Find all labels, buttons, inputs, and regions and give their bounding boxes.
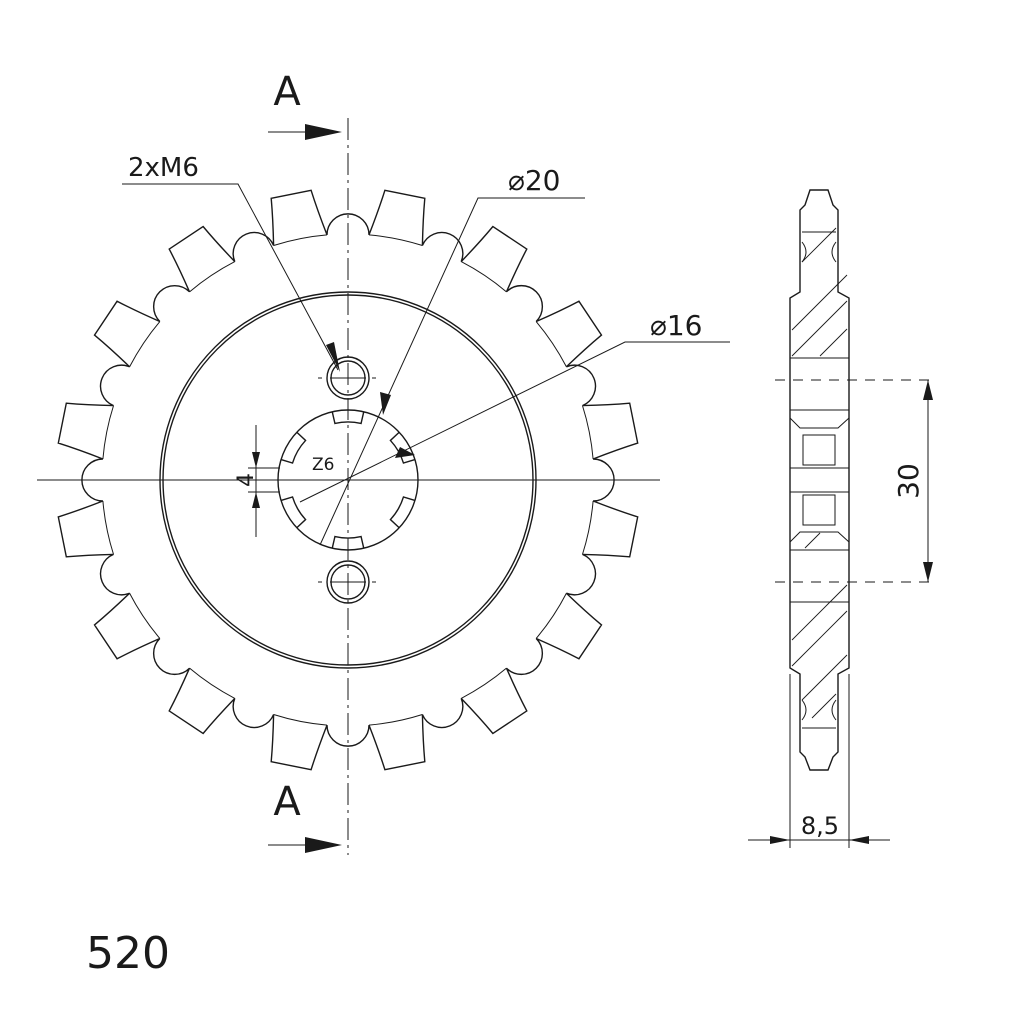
bolt-spacing-label: 30: [892, 463, 925, 499]
diameter-16-leader: [299, 341, 730, 503]
tooth-base-arc: [582, 500, 594, 555]
tooth-base-arc: [102, 405, 114, 460]
bolt-leader-arrow: [326, 342, 340, 372]
bolt-hole-bottom: [318, 560, 380, 604]
inner-circle-outer: [159, 291, 537, 669]
tooth-base-arc: [189, 667, 236, 699]
spline-width-label: 4: [234, 473, 259, 487]
tooth-base-arc: [368, 714, 423, 726]
spline-slot: [331, 411, 365, 425]
bolt-spacing-dimension: [923, 380, 933, 582]
bolt-hole-top: [318, 356, 380, 400]
tooth-base-arc: [129, 321, 161, 368]
tooth-base-arc: [102, 500, 114, 555]
spline-slot: [280, 431, 307, 464]
chain-pitch-label: 520: [86, 928, 170, 979]
thickness-label: 8,5: [801, 812, 839, 840]
section-arrow-top-head: [305, 124, 342, 140]
inner-circle-inner: [162, 294, 534, 666]
diameter-20-arrow: [380, 392, 391, 415]
tooth-base-arc: [460, 667, 507, 699]
sprocket-outline: [57, 189, 639, 771]
section-label-top: A: [273, 69, 301, 115]
tooth-base-arc: [460, 261, 507, 293]
tooth-base-arc: [368, 234, 423, 246]
side-section-view: [775, 189, 935, 771]
spline-slot: [280, 496, 307, 529]
tooth-base-arc: [535, 592, 567, 639]
spline-label: Z6: [312, 455, 334, 475]
tooth-root-arcs: [102, 234, 594, 726]
hub-bore: [277, 409, 419, 551]
diameter-16-label: ⌀16: [650, 309, 703, 342]
diameter-20-leader: [319, 197, 585, 546]
tooth-base-arc: [189, 261, 236, 293]
tooth-base-arc: [129, 592, 161, 639]
diameter-20-label: ⌀20: [508, 164, 561, 197]
tooth-base-arc: [535, 321, 567, 368]
spline-slot: [389, 496, 416, 529]
bolt-callout: 2xM6: [128, 153, 199, 183]
tooth-base-arc: [273, 234, 328, 246]
thickness-dimension: [748, 674, 890, 848]
side-outline: [789, 189, 850, 771]
bolt-leader: [122, 183, 339, 371]
spline-width-dimension: [248, 425, 280, 537]
section-label-bottom: A: [273, 779, 301, 825]
tooth-base-arc: [273, 714, 328, 726]
spline-slot: [331, 535, 365, 549]
section-arrow-bottom-head: [305, 837, 342, 853]
tooth-base-arc: [582, 405, 594, 460]
diameter-16-arrow: [395, 447, 415, 458]
